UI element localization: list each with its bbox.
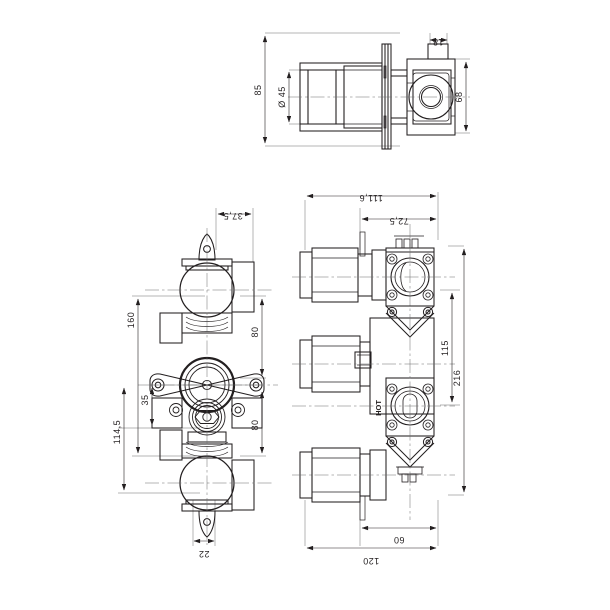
dim-label-top-diameter-45: Ø 45: [277, 86, 287, 108]
hot-marking-label: HOT: [374, 400, 383, 416]
dim-label-side-72-5: 72,5: [389, 216, 409, 226]
dim-label-top-68: 68: [454, 91, 464, 102]
front-view-geometry: [118, 208, 278, 546]
dim-label-side-60: 60: [393, 535, 404, 545]
dim-label-side-111-6: 111,6: [359, 193, 383, 203]
dim-label-top-85: 85: [253, 84, 263, 95]
dim-label-side-216: 216: [452, 370, 462, 387]
side-view-geometry: [292, 192, 467, 551]
dim-label-top-18: 18: [432, 37, 443, 47]
dim-label-side-120: 120: [363, 556, 380, 566]
dim-label-front-80-upper: 80: [250, 326, 260, 337]
dim-label-front-35: 35: [140, 394, 150, 405]
dim-label-front-22: 22: [198, 549, 209, 559]
dim-label-front-114-5: 114,5: [112, 420, 122, 444]
dim-label-front-160: 160: [126, 312, 136, 329]
dim-label-front-80-lower: 80: [250, 419, 260, 430]
top-view-geometry: [262, 32, 470, 150]
dim-label-side-115: 115: [440, 340, 450, 356]
dim-label-front-37-5: 37,5: [223, 211, 243, 221]
